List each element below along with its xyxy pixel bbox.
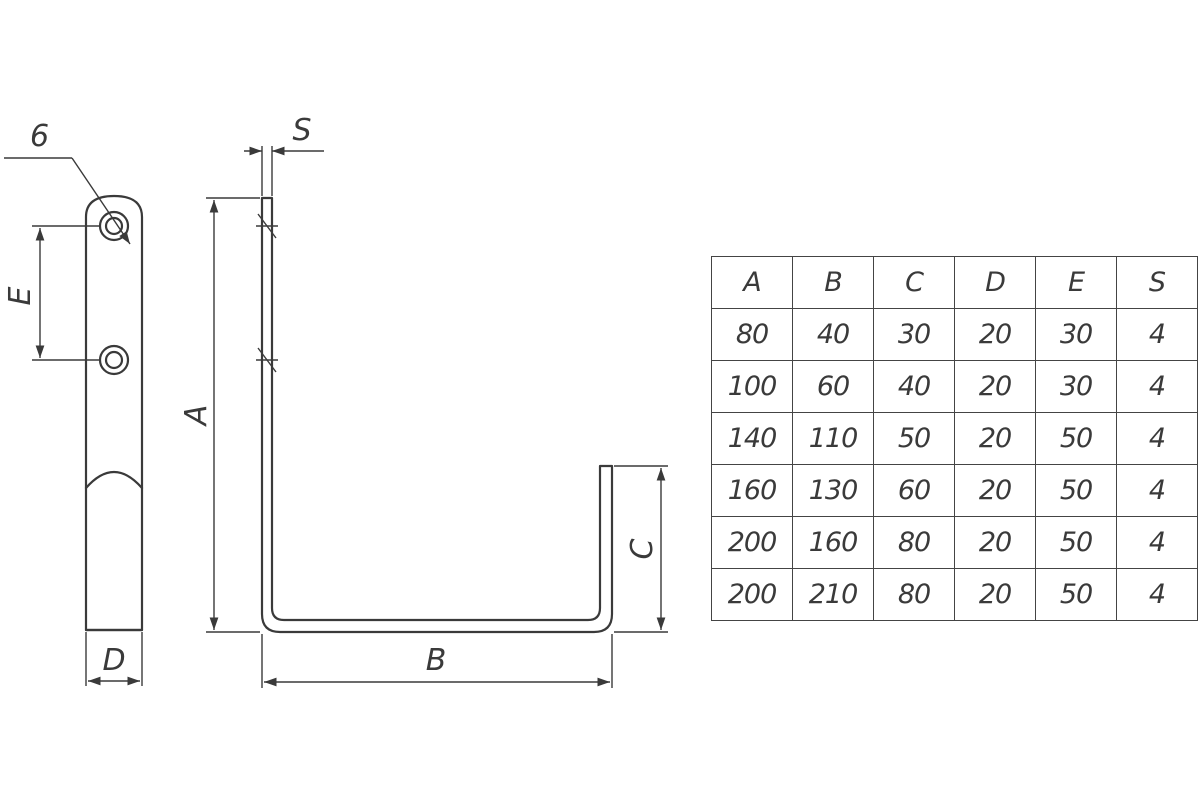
col-header-b: B <box>792 256 874 309</box>
table-cell: 50 <box>1035 464 1117 517</box>
table-cell: 210 <box>792 568 874 621</box>
table-cell: 4 <box>1116 412 1198 465</box>
table-cell: 200 <box>711 568 793 621</box>
table-cell: 4 <box>1116 464 1198 517</box>
table-cell: 200 <box>711 516 793 569</box>
table-cell: 60 <box>873 464 955 517</box>
table-cell: 50 <box>873 412 955 465</box>
table-cell: 4 <box>1116 308 1198 361</box>
side-view: S A B C <box>179 113 668 688</box>
dim-a-label: A <box>179 405 214 428</box>
table-cell: 20 <box>954 464 1036 517</box>
strip-outline <box>84 194 144 632</box>
table-row: 80 40 30 20 30 4 <box>711 308 1198 361</box>
table-cell: 80 <box>873 516 955 569</box>
table-cell: 80 <box>873 568 955 621</box>
table-row: 160 130 60 20 50 4 <box>711 464 1198 517</box>
bottom-hole-outer <box>98 344 130 376</box>
bracket-outline <box>260 196 614 634</box>
table-cell: 30 <box>1035 360 1117 413</box>
table-cell: 30 <box>873 308 955 361</box>
col-header-a: A <box>711 256 793 309</box>
hole-section-bottom-diag <box>257 347 277 373</box>
table-cell: 50 <box>1035 516 1117 569</box>
table-cell: 100 <box>711 360 793 413</box>
front-view: 6 E D <box>3 119 144 686</box>
table-cell: 20 <box>954 412 1036 465</box>
table-cell: 4 <box>1116 360 1198 413</box>
hole-section-top-diag <box>257 213 277 239</box>
table-header-row: A B C D E S <box>711 256 1198 309</box>
table-row: 200 210 80 20 50 4 <box>711 568 1198 621</box>
top-hole-inner <box>104 216 124 236</box>
table-cell: 130 <box>792 464 874 517</box>
table-cell: 20 <box>954 360 1036 413</box>
table-cell: 4 <box>1116 568 1198 621</box>
table-cell: 4 <box>1116 516 1198 569</box>
col-header-s: S <box>1116 256 1198 309</box>
col-header-c: C <box>873 256 955 309</box>
hole-leader-line <box>71 157 131 245</box>
dim-s-label: S <box>292 113 311 148</box>
table-cell: 40 <box>873 360 955 413</box>
table-cell: 50 <box>1035 412 1117 465</box>
dim-e-label: E <box>3 286 38 305</box>
table-row: 100 60 40 20 30 4 <box>711 360 1198 413</box>
dim-b-label: B <box>426 643 447 678</box>
table-cell: 20 <box>954 308 1036 361</box>
table-cell: 30 <box>1035 308 1117 361</box>
dim-c-label: C <box>625 538 660 559</box>
col-header-d: D <box>954 256 1036 309</box>
bottom-hole-inner <box>104 350 124 370</box>
table-cell: 50 <box>1035 568 1117 621</box>
dimensions-table: A B C D E S 80 40 30 20 30 4 100 60 40 2… <box>711 256 1198 621</box>
table-cell: 160 <box>792 516 874 569</box>
col-header-e: E <box>1035 256 1117 309</box>
table-cell: 40 <box>792 308 874 361</box>
table-row: 140 110 50 20 50 4 <box>711 412 1198 465</box>
dim-d-label: D <box>102 643 125 678</box>
table-cell: 110 <box>792 412 874 465</box>
table-cell: 140 <box>711 412 793 465</box>
hole-diameter-label: 6 <box>30 119 49 154</box>
bend-curve <box>84 471 144 490</box>
table-cell: 60 <box>792 360 874 413</box>
table-cell: 160 <box>711 464 793 517</box>
table-cell: 20 <box>954 516 1036 569</box>
table-row: 200 160 80 20 50 4 <box>711 516 1198 569</box>
table-cell: 80 <box>711 308 793 361</box>
table-cell: 20 <box>954 568 1036 621</box>
